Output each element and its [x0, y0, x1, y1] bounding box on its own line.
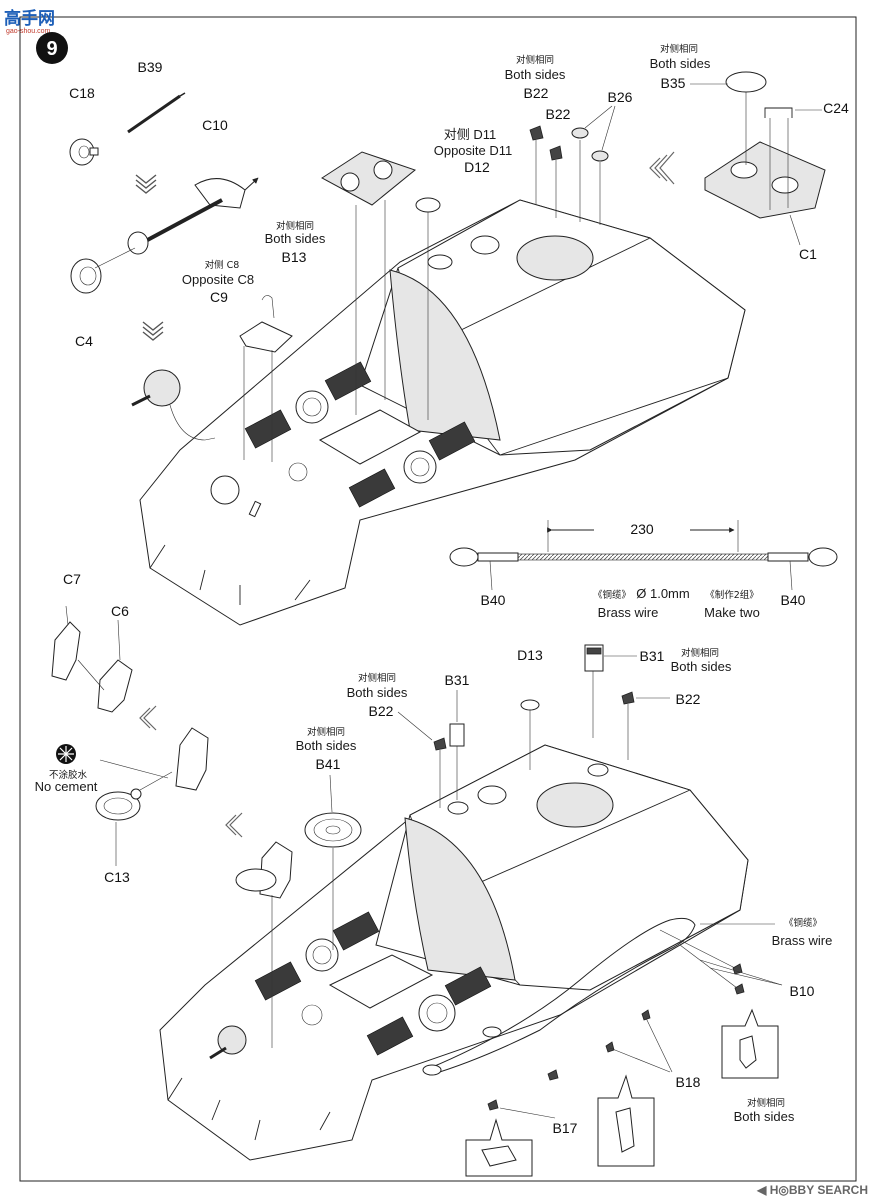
cable-diameter: Ø 1.0mm	[636, 586, 689, 601]
label-b39: B39	[138, 59, 163, 75]
label-b41-en: Both sides	[296, 738, 357, 753]
no-cement-cn: 不涂胶水	[49, 769, 88, 781]
label-c10: C10	[202, 117, 228, 133]
label-b22-left-en: Both sides	[347, 685, 408, 700]
label-c4: C4	[75, 333, 93, 349]
both-sides-en: Both sides	[734, 1109, 795, 1124]
label-b13-cn: 对侧相同	[276, 220, 314, 232]
wire-en: Brass wire	[772, 933, 833, 948]
label-b22-en: Both sides	[505, 67, 566, 82]
label-b22-left: B22	[369, 703, 394, 719]
lower-assembly	[159, 644, 783, 1177]
label-c7: C7	[63, 571, 81, 587]
label-c18: C18	[69, 85, 95, 101]
label-b13: B13	[282, 249, 307, 265]
label-c1: C1	[799, 246, 817, 262]
site-logo-domain: gao-shou.com	[6, 28, 51, 35]
lower-labels: D13 B31 对侧相同 Both sides B22 对侧相同 Both si…	[296, 647, 833, 1136]
label-b26: B26	[608, 89, 633, 105]
label-b35: B35	[661, 75, 686, 91]
step-badge: 9	[36, 32, 68, 64]
label-b17: B17	[553, 1120, 578, 1136]
label-d11-en: Opposite D11	[434, 143, 513, 158]
upper-labels: B39 C18 C10 C4 对侧相同 Both sides B13 对侧 C8…	[69, 43, 849, 349]
label-b31-right-en: Both sides	[671, 659, 732, 674]
cable-length: 230	[630, 521, 654, 537]
label-b35-en: Both sides	[650, 56, 711, 71]
label-c8-cn: 对侧 C8	[205, 259, 240, 271]
cable-wire-cn: 《铜缆》	[593, 589, 631, 601]
label-b31-left: B31	[445, 672, 470, 688]
label-d12: D12	[464, 159, 490, 175]
label-b31-right: B31	[640, 648, 665, 664]
both-sides-cn: 对侧相同	[747, 1097, 785, 1109]
label-c24: C24	[823, 100, 849, 116]
label-b13-en: Both sides	[265, 231, 326, 246]
chevron-down-icon	[142, 321, 164, 341]
label-c6: C6	[111, 603, 129, 619]
wire-cn: 《铜缆》	[784, 917, 822, 929]
label-b40-right: B40	[781, 592, 806, 608]
step-number: 9	[46, 38, 57, 60]
label-b22: B22	[524, 85, 549, 101]
label-b41-cn: 对侧相同	[307, 726, 345, 738]
label-d13: D13	[517, 647, 543, 663]
chevron-left-icon	[139, 705, 157, 731]
no-cement-icon	[56, 744, 76, 764]
cable-make-cn: 《制作2组》	[705, 589, 759, 601]
cable-make-en: Make two	[704, 605, 760, 620]
label-d11-cn: 对侧 D11	[444, 127, 497, 142]
label-b40-left: B40	[481, 592, 506, 608]
hobby-search-watermark: ◀ H◎BBY SEARCH	[756, 1183, 868, 1197]
label-b18: B18	[676, 1074, 701, 1090]
chevron-left-icon	[225, 812, 243, 838]
label-b22-right: B22	[676, 691, 701, 707]
label-b22-cn: 对侧相同	[516, 54, 554, 66]
label-c9: C9	[210, 289, 228, 305]
upper-assembly	[69, 71, 826, 626]
label-c13: C13	[104, 869, 130, 885]
left-subassembly: C7 C6 不涂胶水 No cement C13	[35, 571, 293, 899]
label-c8-en: Opposite C8	[182, 272, 254, 287]
cable-wire-en: Brass wire	[598, 605, 659, 620]
cable-diagram: 230 B40 B40 《铜缆》 Ø 1.0mm Brass wire 《制作2…	[449, 518, 838, 620]
no-cement-en: No cement	[35, 779, 98, 794]
site-logo-text: 高手网	[4, 8, 55, 29]
chevron-down-icon	[135, 174, 157, 194]
watermark-text: ◀ H◎BBY SEARCH	[756, 1183, 868, 1197]
site-logo: 高手网 gao-shou.com	[4, 8, 55, 35]
label-b41: B41	[316, 756, 341, 772]
page-border	[19, 16, 857, 1182]
label-b31-right-cn: 对侧相同	[681, 647, 719, 659]
label-b22-left-cn: 对侧相同	[358, 672, 396, 684]
chevron-left-icon	[649, 151, 675, 185]
label-b10: B10	[790, 983, 815, 999]
label-b35-cn: 对侧相同	[660, 43, 698, 55]
label-b22-second: B22	[546, 106, 571, 122]
